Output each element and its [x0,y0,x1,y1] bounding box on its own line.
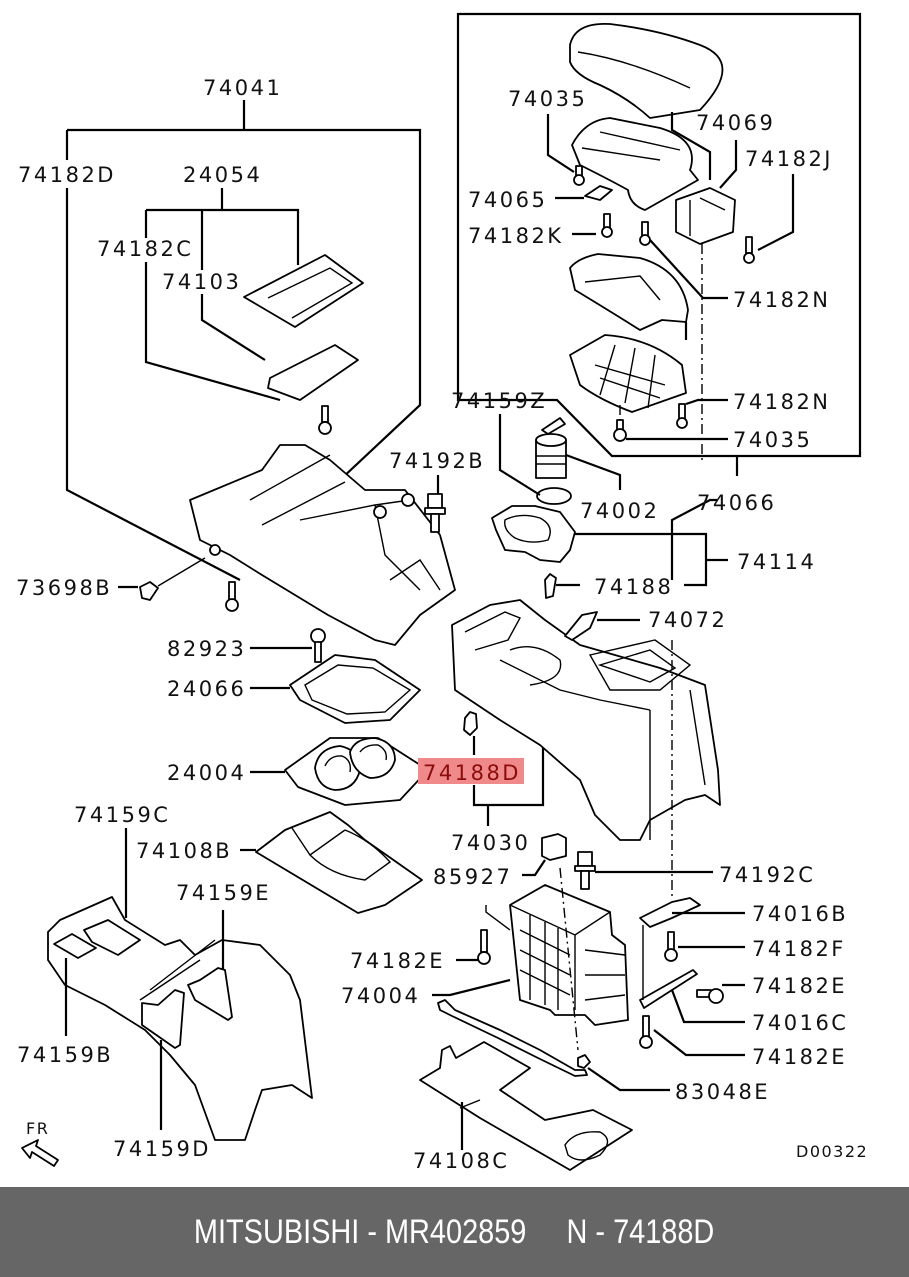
label-74182C[interactable]: 74182C [97,237,193,261]
footer-part-info: MITSUBISHI - MR402859 N - 74188D [194,1212,715,1251]
part-cup-holder [491,505,576,563]
part-pad-74159C [83,919,141,956]
label-74041[interactable]: 74041 [203,76,282,100]
label-85927[interactable]: 85927 [433,865,512,889]
screw-icon [639,221,651,246]
bolt-icon [574,851,596,890]
label-24004[interactable]: 24004 [167,761,246,785]
screw-icon [743,236,755,264]
label-24066[interactable]: 24066 [167,677,246,701]
label-74108B[interactable]: 74108B [136,839,232,863]
part-armrest-base [571,117,699,211]
label-74182E-mid[interactable]: 74182E [752,974,847,998]
label-74159B[interactable]: 74159B [17,1043,113,1067]
label-74004[interactable]: 74004 [341,984,420,1008]
screw-icon [477,929,491,965]
screw-icon [310,628,326,663]
part-bracket-74016B [639,897,701,928]
part-floor-cover [419,1041,633,1171]
label-74188[interactable]: 74188 [594,575,673,599]
label-74192C[interactable]: 74192C [719,863,815,887]
part-armrest-lid [569,22,724,119]
part-hinge [267,344,359,401]
screw-icon [318,405,332,435]
part-clip-74188 [544,573,557,599]
group-frame-74066 [456,12,862,458]
label-82923[interactable]: 82923 [167,637,246,661]
label-74159Z[interactable]: 74159Z [451,389,547,413]
label-74182K[interactable]: 74182K [468,224,564,248]
part-plate-74159E [187,967,233,1021]
label-74159E[interactable]: 74159E [176,881,271,905]
label-74192B[interactable]: 74192B [389,449,485,473]
part-console-front [189,444,456,646]
parts-diagram: 74041 74182D 24054 74182C 74103 74192B 7… [16,12,868,1173]
label-74016B[interactable]: 74016B [752,902,848,926]
label-24054[interactable]: 24054 [183,163,262,187]
label-74002[interactable]: 74002 [580,499,659,523]
label-74065[interactable]: 74065 [468,188,547,212]
screw-icon [639,1015,653,1049]
label-74035-bottom[interactable]: 74035 [733,428,812,452]
part-lower-tray [569,334,687,413]
screw-icon [613,419,627,442]
part-shift-bezel [289,654,421,724]
clip-icon [139,581,159,601]
part-clip-74065 [584,185,613,201]
label-74182D[interactable]: 74182D [18,163,116,187]
label-74182E-left[interactable]: 74182E [350,949,445,973]
label-74066[interactable]: 74066 [697,491,776,515]
bracket-74041 [65,100,422,581]
drawing-code: D00322 [796,1142,868,1161]
part-plate-74159D [141,989,185,1049]
label-74159C[interactable]: 74159C [74,803,170,827]
part-inner-tray [569,253,689,331]
front-arrow-icon [21,1139,59,1167]
part-wire-harness [437,999,588,1077]
part-pad-74159B [53,933,97,959]
label-74159D[interactable]: 74159D [113,1137,211,1161]
label-74114[interactable]: 74114 [737,550,816,574]
label-74182J[interactable]: 74182J [745,147,833,171]
part-strap-74016C [639,969,698,1009]
label-74182E-low[interactable]: 74182E [752,1045,847,1069]
front-label: FR [26,1119,49,1138]
bolt-icon [424,493,446,533]
part-lid-panel [243,254,364,328]
screw-icon [573,165,585,186]
label-74103[interactable]: 74103 [162,270,241,294]
part-connector-74188D [463,711,478,736]
part-clip-74072 [564,611,598,641]
label-73698B[interactable]: 73698B [16,576,112,600]
label-74182F[interactable]: 74182F [752,937,846,961]
label-74016C[interactable]: 74016C [752,1011,848,1035]
label-74069[interactable]: 74069 [696,111,775,135]
part-connector-85927 [541,833,567,861]
screw-icon [601,213,613,238]
footer-banner: MITSUBISHI - MR402859 N - 74188D [0,1187,909,1277]
label-74035-top[interactable]: 74035 [508,87,587,111]
part-coin-tray [536,487,572,505]
label-83048E[interactable]: 83048E [675,1080,770,1104]
screw-icon [696,988,724,1004]
highlight-box [418,758,524,784]
label-74030[interactable]: 74030 [451,831,530,855]
label-74182N-lower[interactable]: 74182N [733,390,831,414]
screw-icon [676,403,688,429]
part-shift-panel-74108B [255,811,423,914]
label-74108C[interactable]: 74108C [413,1149,509,1173]
label-74188D-highlighted[interactable]: 74188D [423,761,521,785]
screw-icon [664,931,678,962]
bracket-24054 [144,188,300,402]
screw-icon [225,581,239,612]
label-74072[interactable]: 74072 [648,608,727,632]
label-74182N-upper[interactable]: 74182N [733,288,831,312]
part-center-console [451,599,721,841]
part-latch [675,187,736,245]
